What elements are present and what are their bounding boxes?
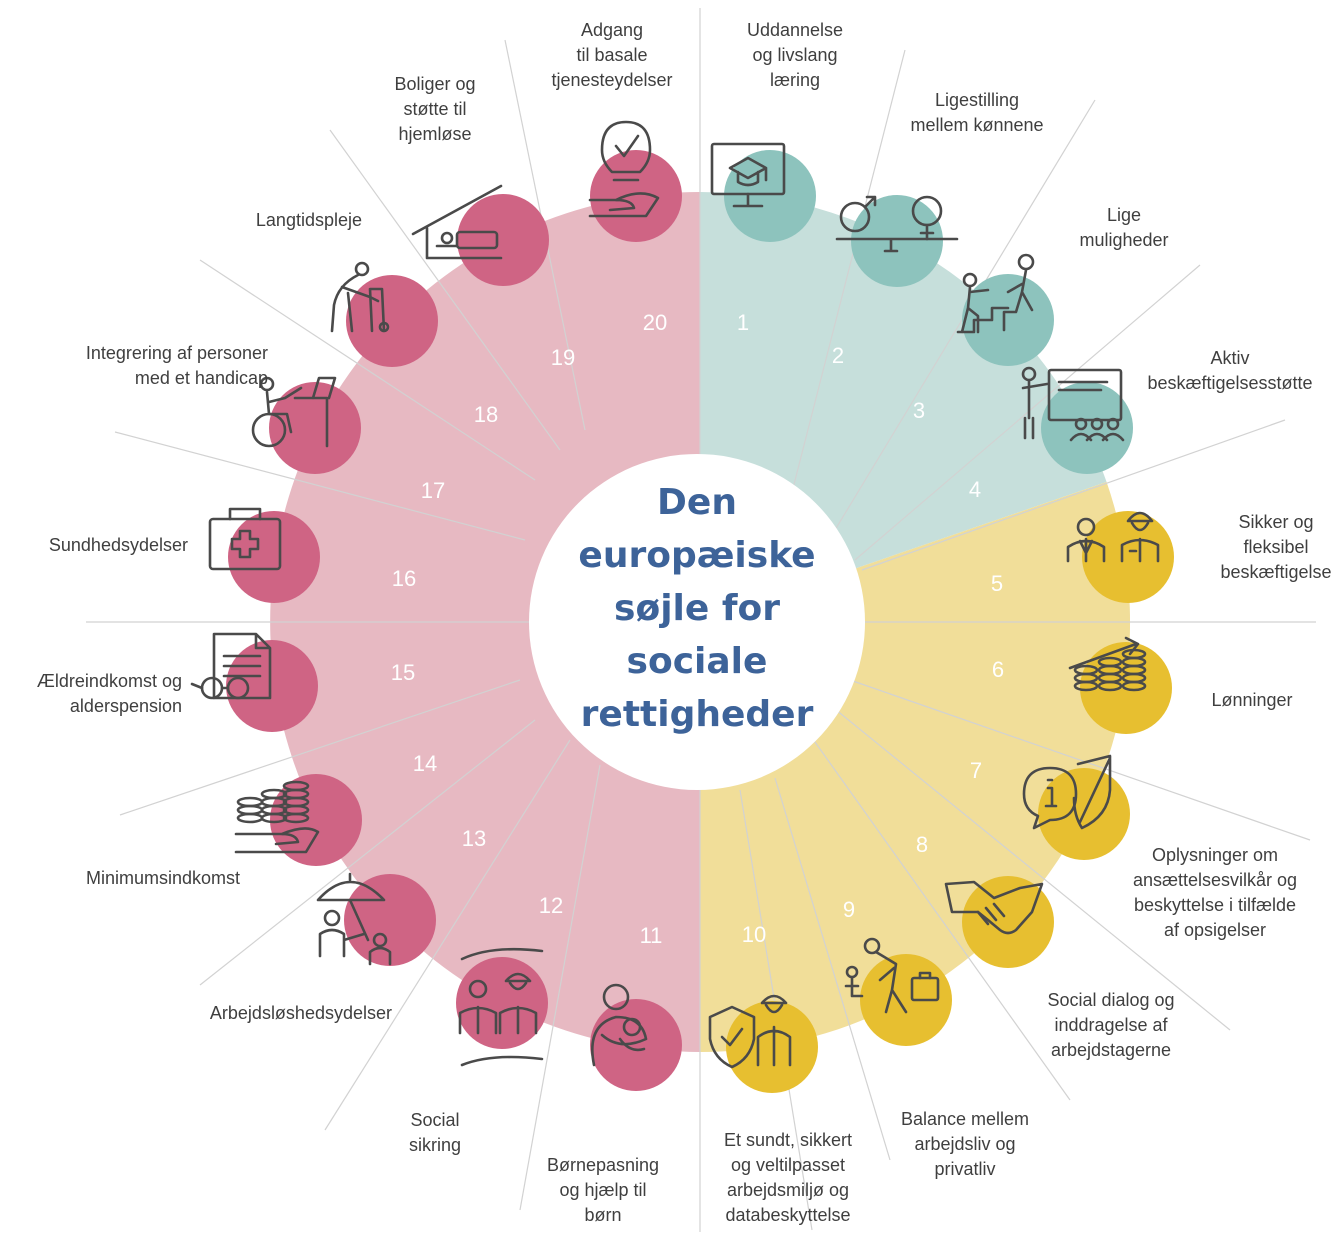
guide-line bbox=[114, 431, 526, 541]
guide-line bbox=[324, 739, 571, 1131]
guide-line bbox=[199, 259, 536, 481]
principle-label-14: Minimumsindkomst bbox=[85, 868, 240, 888]
guide-line bbox=[119, 679, 521, 816]
principle-number-3: 3 bbox=[913, 398, 925, 423]
principle-label-8: Social dialog og inddragelse af arbejdst… bbox=[1047, 990, 1175, 1060]
document-glasses-icon bbox=[190, 632, 272, 700]
icons-layer bbox=[190, 120, 1160, 1069]
principle-number-9: 9 bbox=[843, 897, 855, 922]
principle-number-8: 8 bbox=[916, 832, 928, 857]
principle-label-20: Adgang til basale tjenesteydelser bbox=[551, 20, 673, 90]
principle-number-18: 18 bbox=[474, 402, 498, 427]
principle-number-7: 7 bbox=[970, 758, 982, 783]
principle-circle-10 bbox=[726, 1001, 818, 1093]
center-circle-layer bbox=[529, 454, 865, 790]
principle-circle-4 bbox=[1041, 382, 1133, 474]
principle-label-6: Lønninger bbox=[1211, 690, 1293, 710]
guide-line bbox=[519, 764, 601, 1211]
presentation-group-icon bbox=[1021, 366, 1125, 442]
principle-label-11: Børnepasning og hjælp til børn bbox=[546, 1155, 660, 1225]
medical-kit-icon bbox=[208, 507, 282, 571]
wheelchair-desk-icon bbox=[251, 376, 337, 448]
principle-label-17: Integrering af personer med et handicap bbox=[85, 343, 268, 388]
parent-child-icon bbox=[591, 983, 648, 1067]
info-shield-icon bbox=[1022, 754, 1112, 830]
principle-number-14: 14 bbox=[413, 751, 437, 776]
principle-number-12: 12 bbox=[539, 893, 563, 918]
principle-number-2: 2 bbox=[832, 343, 844, 368]
principle-label-16: Sundhedsydelser bbox=[48, 535, 188, 555]
principle-circle-8 bbox=[962, 876, 1054, 968]
principle-label-13: Arbejdsløshedsydelser bbox=[209, 1003, 392, 1023]
principle-number-17: 17 bbox=[421, 478, 445, 503]
guide-line bbox=[199, 719, 536, 986]
lightbulb-hand-icon bbox=[588, 120, 660, 218]
principle-label-15: Ældreindkomst og alderspension bbox=[36, 671, 182, 716]
protected-workers-icon bbox=[458, 947, 544, 1067]
shelter-bed-icon bbox=[411, 184, 503, 260]
principle-number-13: 13 bbox=[462, 826, 486, 851]
guide-line bbox=[329, 129, 561, 451]
guide-line bbox=[861, 419, 1286, 571]
workers-icon bbox=[1066, 511, 1160, 563]
principle-circle-2 bbox=[851, 195, 943, 287]
gender-balance-icon bbox=[835, 195, 959, 253]
principle-number-6: 6 bbox=[992, 657, 1004, 682]
principle-number-11: 11 bbox=[640, 923, 663, 948]
walker-elderly-icon bbox=[330, 261, 390, 333]
principle-number-1: 1 bbox=[737, 310, 749, 335]
principle-circle-12 bbox=[456, 957, 548, 1049]
hand-coins-icon bbox=[234, 780, 320, 854]
safety-worker-icon bbox=[708, 994, 792, 1069]
principle-circle-20 bbox=[590, 150, 682, 242]
principle-number-4: 4 bbox=[969, 477, 981, 502]
guide-line bbox=[854, 264, 1201, 561]
guide-line bbox=[809, 734, 1071, 1101]
principle-circle-15 bbox=[226, 640, 318, 732]
principle-label-9: Balance mellem arbejdsliv og privatliv bbox=[900, 1109, 1030, 1179]
graduation-monitor-icon bbox=[710, 142, 786, 208]
principle-circle-1 bbox=[724, 150, 816, 242]
principle-circle-17 bbox=[269, 382, 361, 474]
principle-circle-5 bbox=[1082, 511, 1174, 603]
principle-label-18: Langtidspleje bbox=[255, 210, 362, 230]
diagram-title: Den europæiske søjle for sociale rettigh… bbox=[578, 482, 816, 735]
principle-number-10: 10 bbox=[742, 922, 766, 947]
principle-circle-3 bbox=[962, 274, 1054, 366]
principle-number-5: 5 bbox=[991, 571, 1003, 596]
helping-climb-icon bbox=[956, 253, 1035, 334]
icon-circles-layer bbox=[226, 150, 1174, 1093]
umbrella-family-icon bbox=[316, 872, 392, 966]
principle-label-2: Ligestilling mellem kønnene bbox=[910, 90, 1044, 135]
principle-label-3: Lige muligheder bbox=[1079, 205, 1169, 250]
principle-label-19: Boliger og støtte til hjemløse bbox=[394, 74, 476, 144]
principle-circle-11 bbox=[590, 999, 682, 1091]
principle-label-4: Aktiv beskæftigelsesstøtte bbox=[1147, 348, 1313, 393]
principle-number-16: 16 bbox=[392, 566, 416, 591]
principle-number-20: 20 bbox=[643, 310, 667, 335]
principle-number-19: 19 bbox=[551, 345, 575, 370]
principle-label-10: Et sundt, sikkert og veltilpasset arbejd… bbox=[723, 1130, 853, 1225]
handshake-icon bbox=[944, 880, 1044, 935]
principle-label-7: Oplysninger om ansættelsesvilkår og besk… bbox=[1132, 845, 1298, 940]
coins-growth-icon bbox=[1068, 636, 1147, 692]
principle-number-15: 15 bbox=[391, 660, 415, 685]
principle-circle-19 bbox=[457, 194, 549, 286]
principle-circle-18 bbox=[346, 275, 438, 367]
guide-line bbox=[829, 704, 1231, 1031]
principle-circle-13 bbox=[344, 874, 436, 966]
principle-label-1: Uddannelse og livslang læring bbox=[746, 20, 844, 90]
center-circle bbox=[529, 454, 865, 790]
guide-line bbox=[774, 777, 891, 1161]
parent-briefcase-icon bbox=[844, 937, 940, 1014]
principle-label-5: Sikker og fleksibel beskæftigelse bbox=[1220, 512, 1332, 582]
guide-line bbox=[849, 679, 1311, 841]
guide-line bbox=[789, 49, 906, 501]
principle-label-12: Social sikring bbox=[408, 1110, 461, 1155]
